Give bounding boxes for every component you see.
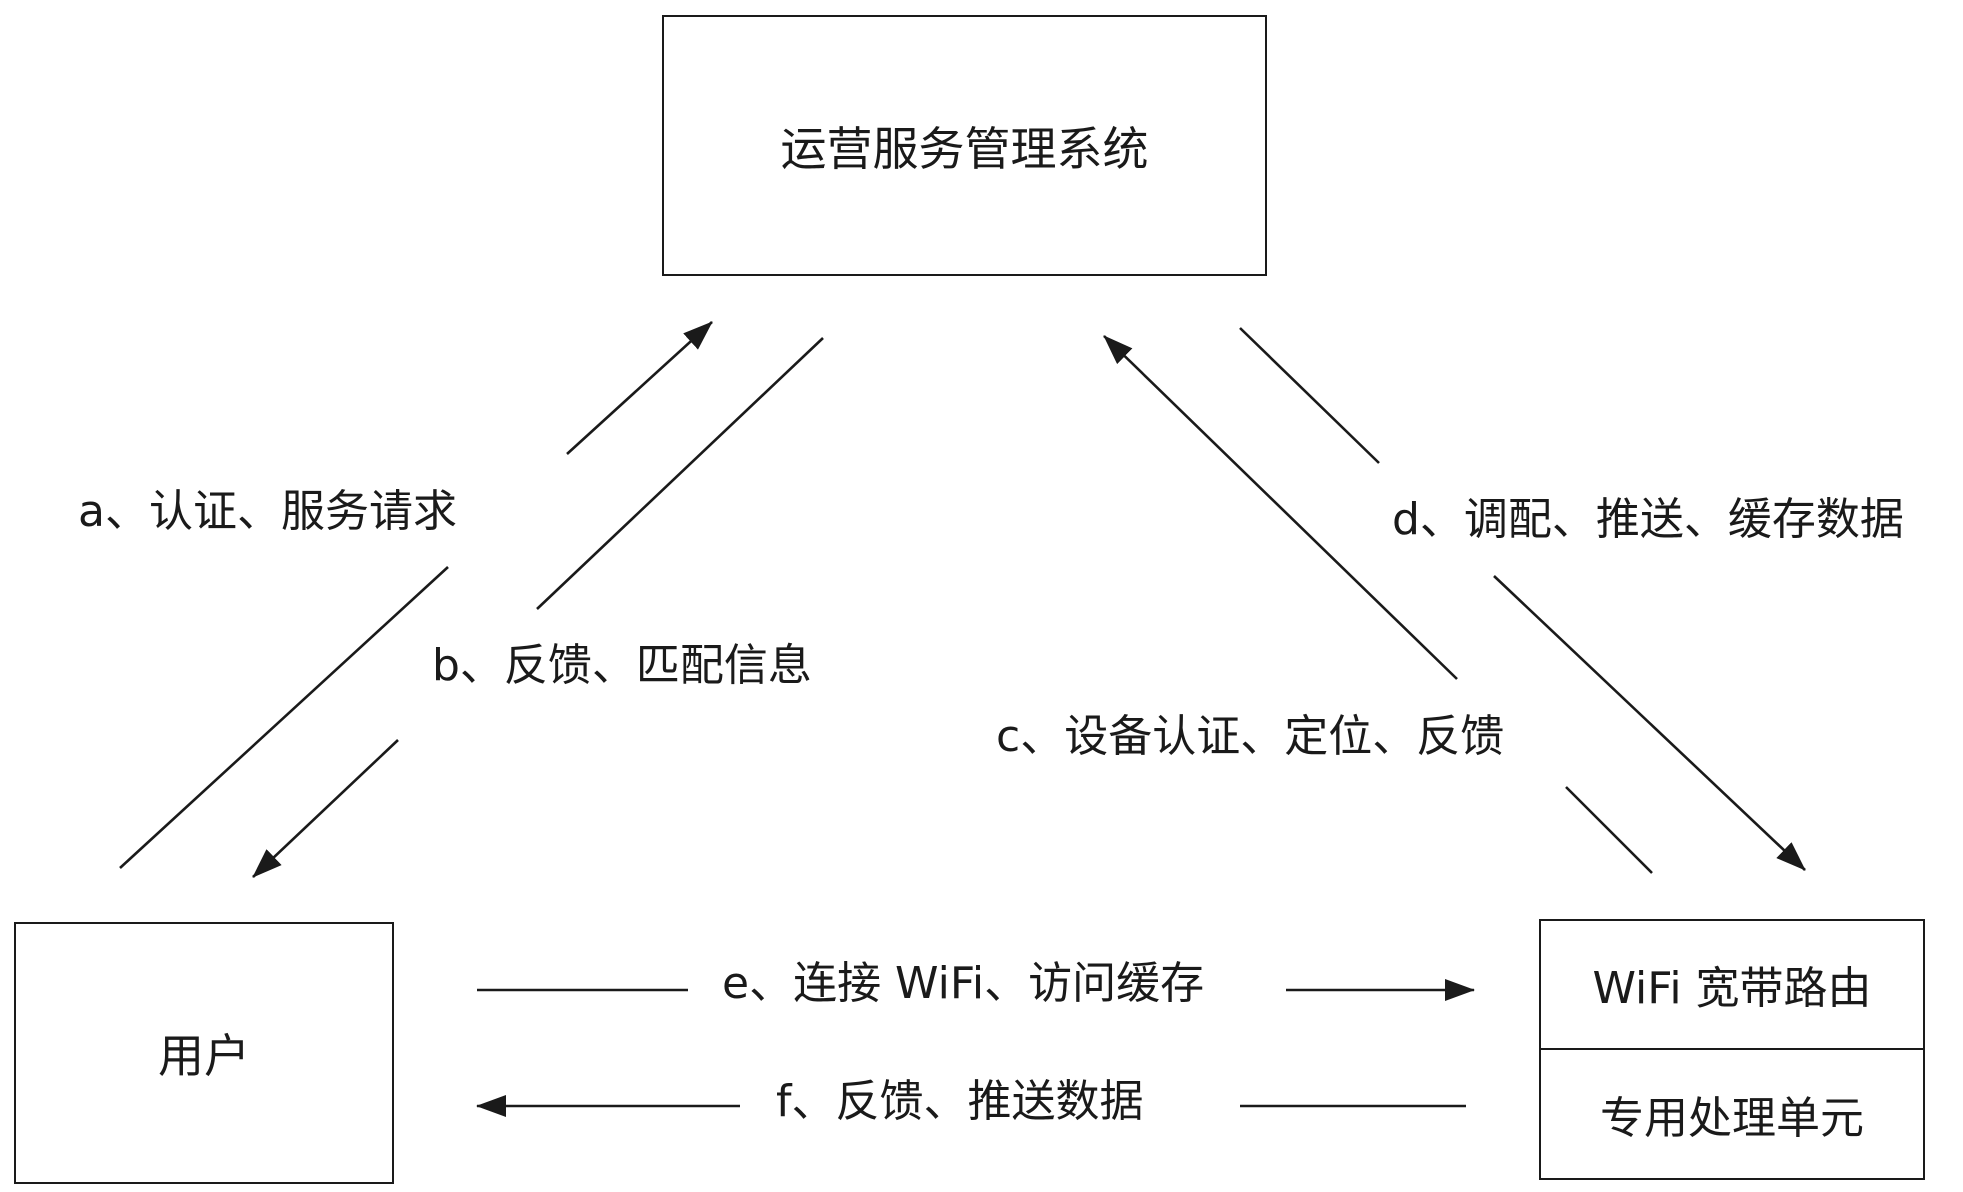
- edge-a-label: a、认证、服务请求: [78, 486, 457, 537]
- edge-d-arrow: [1493, 575, 1806, 871]
- edge-c-arrow: [1103, 335, 1458, 680]
- node-operation-management-system: 运营服务管理系统: [662, 15, 1267, 276]
- node-label: 专用处理单元: [1600, 1092, 1864, 1144]
- edge-b-segment-1: [536, 337, 824, 610]
- edge-c-segment-1: [1565, 786, 1653, 874]
- node-wifi-router: WiFi 宽带路由 专用处理单元: [1539, 919, 1925, 1180]
- edge-f-label: f、反馈、推送数据: [776, 1076, 1144, 1127]
- node-user: 用户: [14, 922, 394, 1184]
- router-top-cell: WiFi 宽带路由: [1541, 921, 1923, 1050]
- edge-b-label: b、反馈、匹配信息: [432, 640, 812, 691]
- edge-c-label: c、设备认证、定位、反馈: [996, 711, 1505, 762]
- node-label: WiFi 宽带路由: [1592, 963, 1872, 1015]
- edge-a-segment-1: [119, 566, 449, 869]
- edge-a-arrow: [566, 321, 713, 455]
- node-label: 用户: [158, 1029, 250, 1083]
- edge-d-segment-1: [1239, 327, 1380, 464]
- node-label: 运营服务管理系统: [780, 121, 1149, 176]
- edge-d-label: d、调配、推送、缓存数据: [1392, 494, 1904, 545]
- edge-b-arrow: [252, 739, 399, 878]
- edge-e-label: e、连接 WiFi、访问缓存: [722, 958, 1205, 1009]
- router-bottom-cell: 专用处理单元: [1541, 1050, 1923, 1179]
